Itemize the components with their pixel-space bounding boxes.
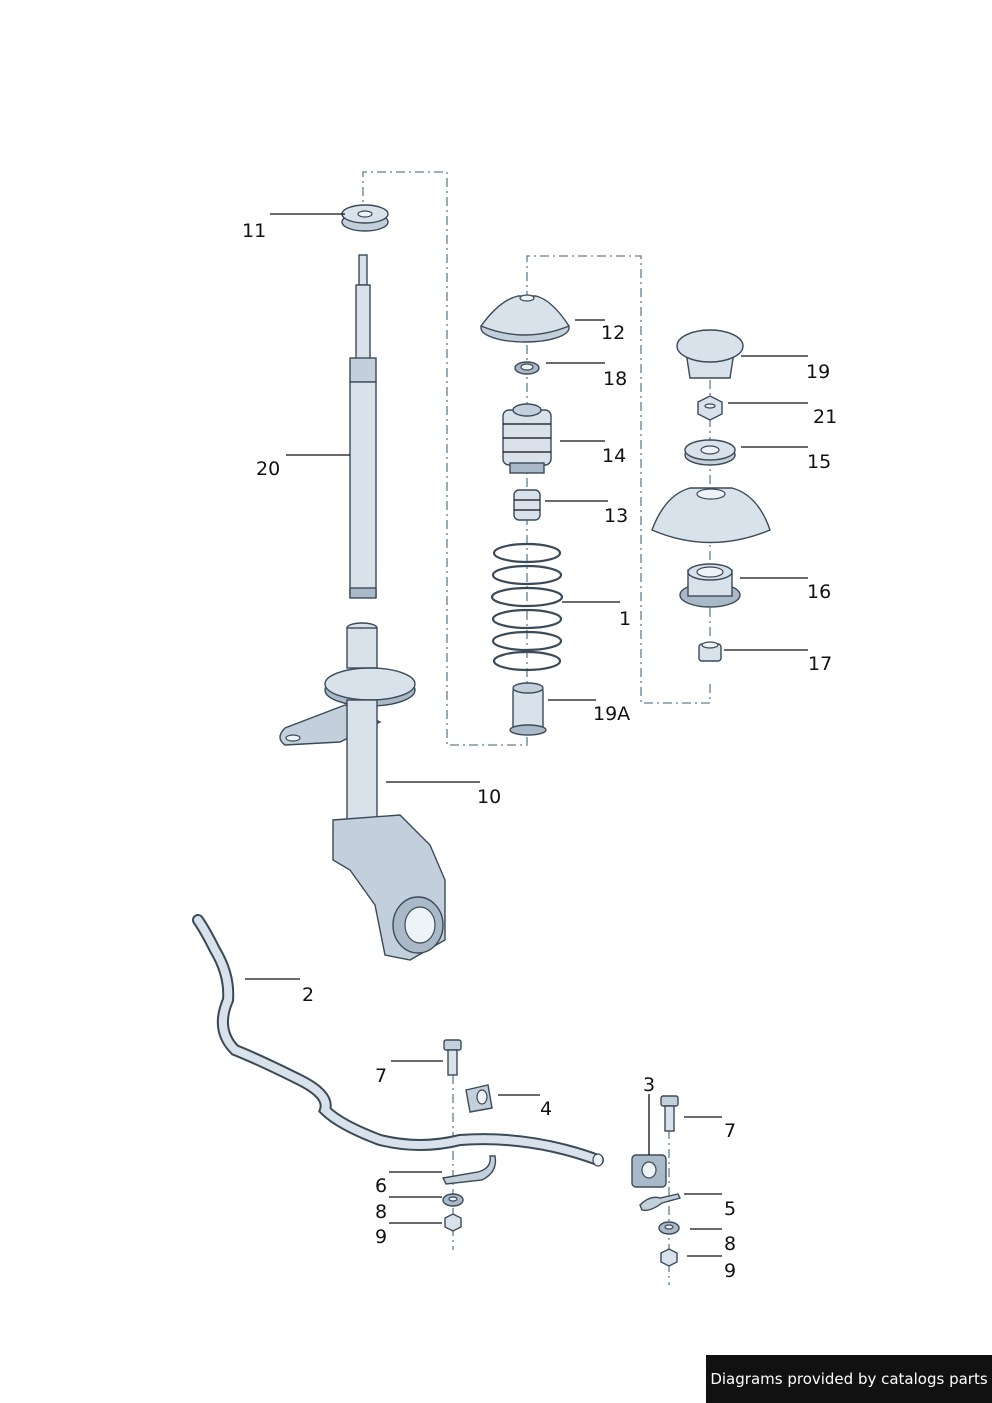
part-6-clamp: [441, 1155, 497, 1185]
callout-16: 16: [807, 581, 831, 603]
callout-21: 21: [813, 406, 837, 428]
callout-9-left: 9: [375, 1226, 387, 1248]
callout-2: 2: [302, 984, 314, 1006]
callout-13: 13: [604, 505, 628, 527]
callout-15: 15: [807, 451, 831, 473]
callout-4: 4: [540, 1098, 552, 1120]
part-20-shock-absorber: [349, 254, 377, 599]
credit-footer: Diagrams provided by catalogs parts: [706, 1355, 992, 1403]
part-7-bolt-left: [443, 1039, 462, 1076]
part-16-bearing: [679, 563, 741, 608]
part-12-strut-mount: [479, 294, 571, 343]
callout-11: 11: [242, 220, 266, 242]
callout-17: 17: [808, 653, 832, 675]
callout-14: 14: [602, 445, 626, 467]
callout-3: 3: [643, 1074, 655, 1096]
part-21-nut: [697, 395, 723, 421]
callout-20: 20: [256, 458, 280, 480]
callout-8-left: 8: [375, 1201, 387, 1223]
callout-19a: 19A: [593, 703, 630, 725]
part-4-rubber-bushing: [465, 1084, 493, 1113]
callout-5: 5: [724, 1198, 736, 1220]
part-17-sleeve: [698, 641, 722, 662]
callout-9-right: 9: [724, 1260, 736, 1282]
part-18-washer: [514, 361, 540, 375]
part-1-coil-spring: [490, 542, 564, 672]
part-9-nut-right: [660, 1248, 678, 1267]
callout-18: 18: [603, 368, 627, 390]
callout-7-right: 7: [724, 1120, 736, 1142]
callout-6: 6: [375, 1175, 387, 1197]
part-15-spacer: [684, 439, 736, 466]
part-7-bolt-right: [660, 1095, 679, 1132]
part-19-cap: [676, 329, 744, 379]
part-13-buffer: [513, 489, 541, 521]
part-8-washer-left: [442, 1193, 464, 1207]
part-14-protective-sleeve: [502, 403, 552, 474]
part-19a-spring-seat: [509, 682, 547, 736]
part-9-nut-left: [444, 1213, 462, 1232]
part-11-top-mount-washer: [341, 204, 389, 232]
part-5-clamp: [639, 1193, 682, 1212]
callout-10: 10: [477, 786, 501, 808]
part-strut-bearing-mount: [651, 487, 771, 544]
callout-1: 1: [619, 608, 631, 630]
callout-12: 12: [601, 322, 625, 344]
callout-7-left: 7: [375, 1065, 387, 1087]
leader-lines: [245, 213, 808, 1257]
callout-8-right: 8: [724, 1233, 736, 1255]
callout-19: 19: [806, 361, 830, 383]
part-3-bushing: [631, 1154, 667, 1188]
part-10-suspension-strut: [279, 622, 446, 961]
part-8-washer-right: [658, 1221, 680, 1235]
credit-text: Diagrams provided by catalogs parts: [710, 1370, 988, 1388]
callout-labels: 11 20 10 12 18 14 13 1 19A 19 21 15 16 1…: [242, 220, 837, 1282]
part-2-stabilizer-bar: [192, 914, 604, 1167]
